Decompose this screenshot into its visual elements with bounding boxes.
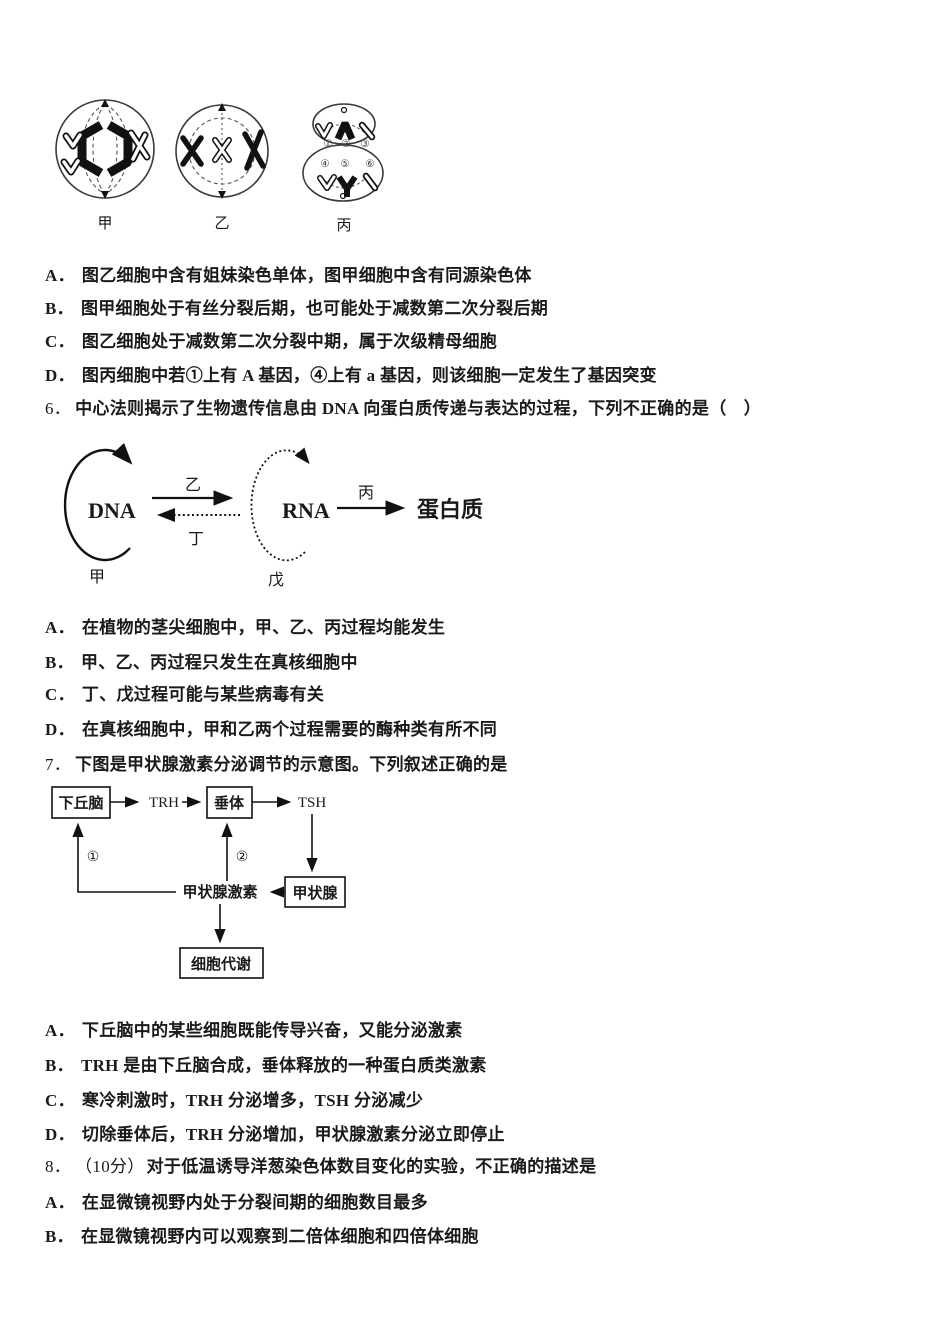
dna-label: DNA [88,498,136,523]
chromosome-4: ④ [320,158,330,170]
q8-option-a: A．在显微镜视野内处于分裂间期的细胞数目最多 [45,1193,428,1212]
feedback-2-label: ② [236,850,249,865]
process-yi-label: 乙 [185,477,201,494]
q5-option-c: C．图乙细胞处于减数第二次分裂中期，属于次级精母细胞 [45,332,498,351]
chromosome-1: ① [323,138,333,150]
q6-stem: 6．中心法则揭示了生物遗传信息由 DNA 向蛋白质传递与表达的过程，下列不正确的… [45,399,762,418]
protein-label: 蛋白质 [417,497,483,522]
q5-option-a: A．图乙细胞中含有姐妹染色单体，图甲细胞中含有同源染色体 [45,266,532,285]
q7-option-d: D．切除垂体后，TRH 分泌增加，甲状腺激素分泌立即停止 [45,1125,505,1144]
q7-option-c: C．寒冷刺激时，TRH 分泌增多，TSH 分泌减少 [45,1091,424,1110]
cell-yi: 乙 [175,103,269,232]
q7-stem: 7．下图是甲状腺激素分泌调节的示意图。下列叙述正确的是 [45,755,508,774]
dna-replication-arrow [63,443,133,562]
process-bing-label: 丙 [358,485,374,502]
cell-bing-label: 丙 [336,218,351,234]
q8-option-b: B．在显微镜视野内可以观察到二倍体细胞和四倍体细胞 [45,1227,479,1246]
chromosome-2: ② [341,138,351,150]
cell-metabolism-box [179,947,264,979]
process-ding-label: 丁 [188,531,204,548]
q6-option-a: A．在植物的茎尖细胞中，甲、乙、丙过程均能发生 [45,618,446,637]
q5-option-b: B．图甲细胞处于有丝分裂后期，也可能处于减数第二次分裂后期 [45,299,549,318]
q6-option-c: C．丁、戊过程可能与某些病毒有关 [45,685,325,704]
q5-option-d: D．图丙细胞中若①上有 A 基因，④上有 a 基因，则该细胞一定发生了基因突变 [45,366,657,385]
process-wu-label: 戊 [268,571,284,589]
q6-option-b: B．甲、乙、丙过程只发生在真核细胞中 [45,653,358,672]
cell-metabolism-label: 细胞代谢 [191,955,251,973]
q7-option-a: A．下丘脑中的某些细胞既能传导兴奋，又能分泌激素 [45,1021,463,1040]
chromosome-3: ③ [360,138,370,150]
feedback-1-label: ① [87,850,100,865]
cell-bing: ① ② ③ ④ ⑤ ⑥ 丙 [302,103,384,234]
q8-stem: 8．（10分）对于低温诱导洋葱染色体数目变化的实验，不正确的描述是 [45,1157,597,1176]
tsh-label: TSH [298,795,327,811]
figure-thyroid-regulation: 下丘脑 TRH 垂体 TSH 甲状腺 甲状腺激素 ② ① 细胞代谢 [51,786,346,979]
rna-replication-arrow [250,447,310,562]
cell-jia: 甲 [55,99,155,232]
q6-option-d: D．在真核细胞中，甲和乙两个过程需要的酶种类有所不同 [45,720,498,739]
pituitary-label: 垂体 [214,794,245,812]
chromosome-5: ⑤ [340,158,350,170]
chromosome-6: ⑥ [365,158,375,170]
cell-jia-label: 甲 [97,216,112,232]
thyroid-hormone-label: 甲状腺激素 [182,883,257,901]
hypothalamus-label: 下丘脑 [58,794,103,812]
figure-central-dogma: DNA 甲 乙 丁 RNA 戊 丙 蛋白质 [63,443,483,589]
rna-label: RNA [282,498,330,523]
figure-cell-division: 甲 乙 [55,99,384,234]
q7-option-b: B．TRH 是由下丘脑合成，垂体释放的一种蛋白质类激素 [45,1056,487,1075]
trh-label: TRH [149,795,179,811]
thyroid-label: 甲状腺 [292,884,338,902]
cell-yi-label: 乙 [214,216,229,232]
process-jia-label: 甲 [89,569,105,586]
